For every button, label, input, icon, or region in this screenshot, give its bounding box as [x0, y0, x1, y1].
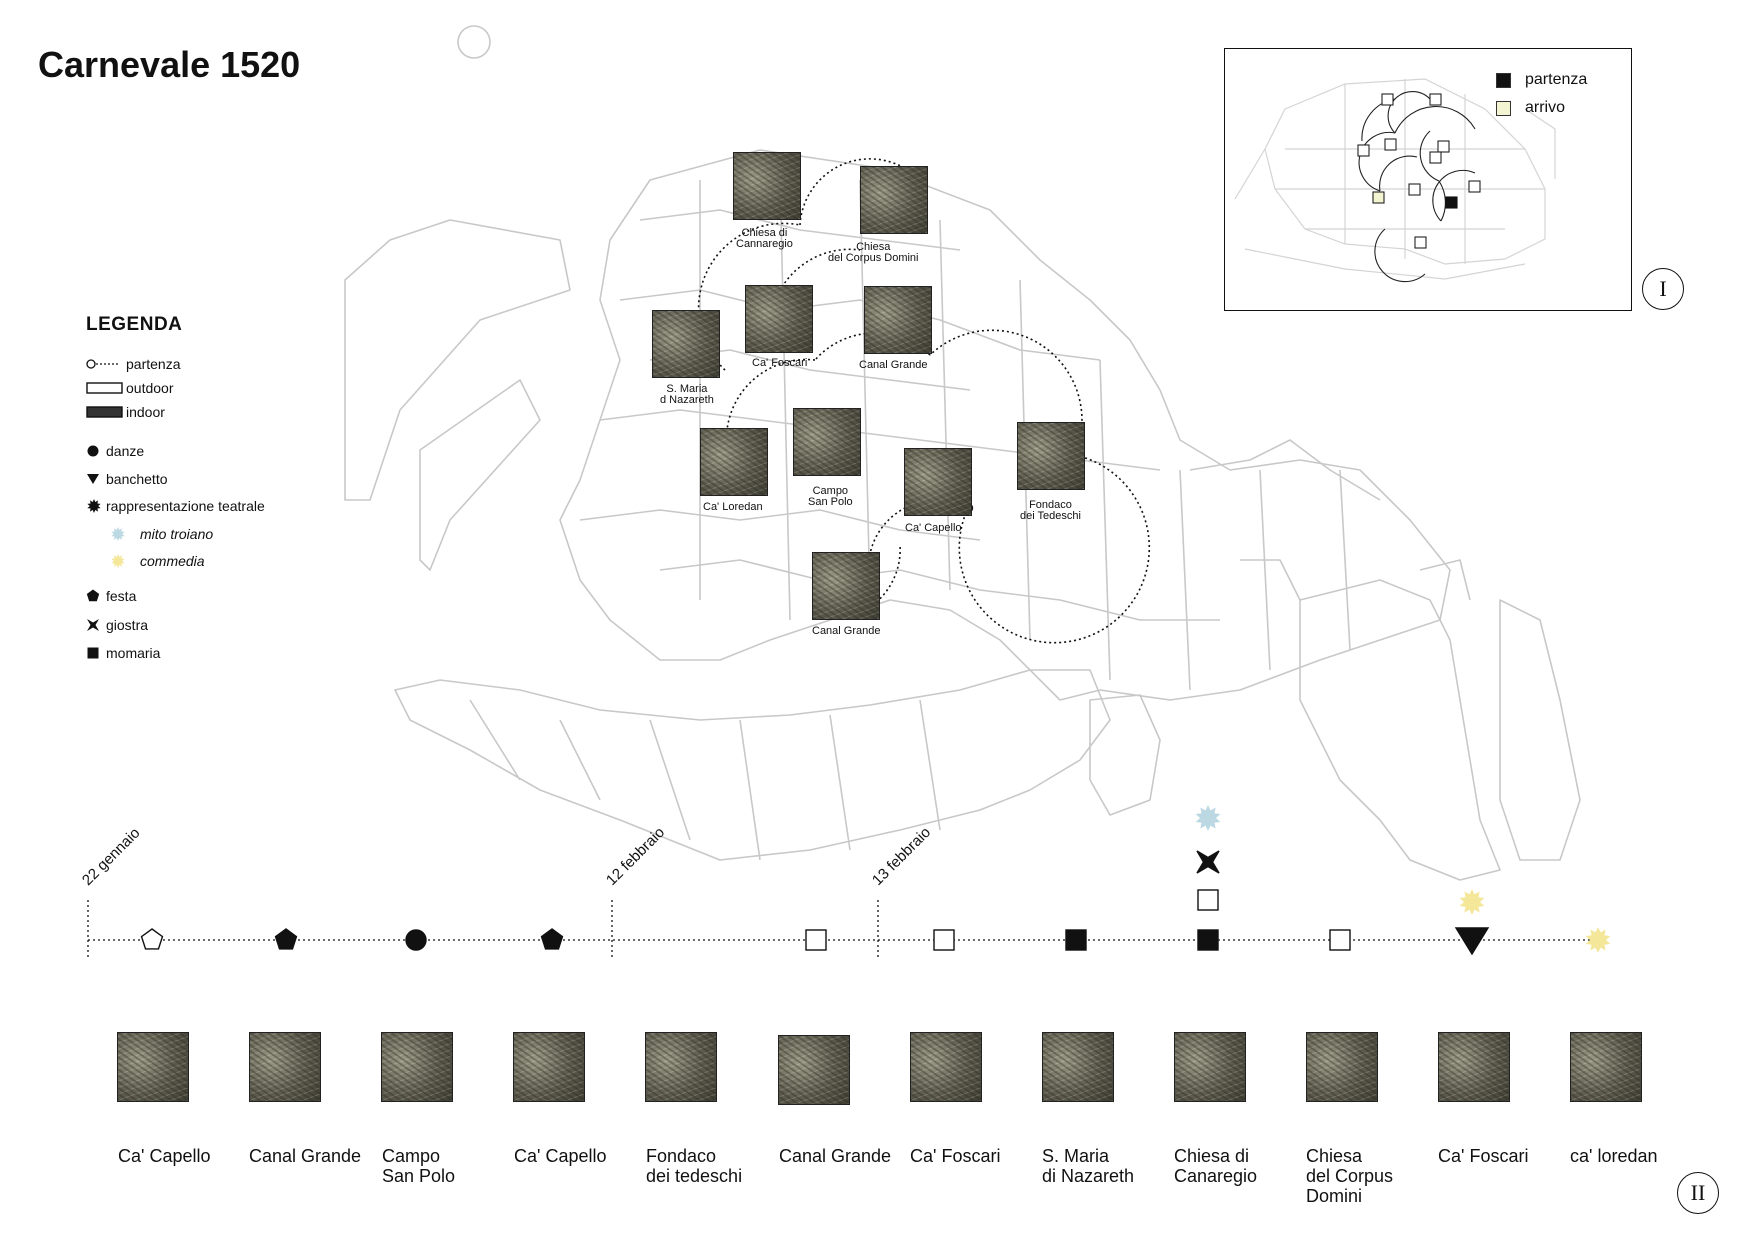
- timeline-mark-square-icon: [805, 929, 827, 951]
- timeline-mark-square-icon: [1197, 889, 1219, 911]
- timeline-event-label: Ca' Capello: [118, 1146, 211, 1166]
- thumb-ca-capello: [904, 448, 972, 516]
- triangle-down-icon: [86, 472, 106, 486]
- timeline-thumbnail: [778, 1035, 850, 1105]
- thumb-ca-foscari: [745, 285, 813, 353]
- star-burst-icon: [110, 526, 140, 542]
- timeline-event-label: ca' loredan: [1570, 1146, 1658, 1166]
- inset-route-map: [1234, 78, 1556, 283]
- thumb-ca-loredan: [700, 428, 768, 496]
- timeline-thumbnail: [645, 1032, 717, 1102]
- star-burst-icon: [86, 498, 106, 514]
- timeline-thumbnail: [117, 1032, 189, 1102]
- timeline-mark-star-burst-icon: [1585, 927, 1611, 953]
- legend-heading: LEGENDA: [86, 314, 183, 335]
- timeline-mark-pentagon-icon: [140, 928, 164, 950]
- star-burst-icon: [110, 553, 140, 569]
- inset-map: partenza arrivo: [1224, 48, 1632, 311]
- timeline-thumbnail: [1042, 1032, 1114, 1102]
- timeline-mark-square-icon: [1329, 929, 1351, 951]
- timeline-mark-pentagon-icon: [540, 928, 564, 950]
- legend-item-commedia: commedia: [110, 553, 205, 569]
- timeline-thumbnail: [1306, 1032, 1378, 1102]
- label-canal-grande-1: Canal Grande: [859, 359, 928, 371]
- page-title: Carnevale 1520: [38, 44, 301, 85]
- pentagon-icon: [86, 589, 106, 603]
- timeline-mark-star-burst-icon: [1459, 889, 1485, 915]
- label-chiesa-cannaregio: Chiesa di Cannaregio: [736, 227, 793, 250]
- legend-item-outdoor: outdoor: [86, 380, 173, 396]
- timeline-event-label: S. Maria di Nazareth: [1042, 1146, 1135, 1186]
- legend-item-giostra: giostra: [86, 617, 148, 633]
- partenza-square-icon: [1496, 72, 1511, 88]
- timeline-thumbnail: [1438, 1032, 1510, 1102]
- timeline-mark-triangle-down-icon: [1454, 927, 1490, 956]
- inset-legend-arrivo: arrivo: [1496, 99, 1565, 117]
- thumb-campo-san-polo: [793, 408, 861, 476]
- timeline-mark-square-icon: [1065, 929, 1087, 951]
- label-chiesa-corpus-domini: Chiesa del Corpus Domini: [828, 241, 919, 264]
- label-s-maria-nazareth: S. Maria d Nazareth: [660, 383, 714, 406]
- square-icon: [86, 646, 106, 660]
- thumb-canal-grande-1: [864, 286, 932, 354]
- inset-legend-partenza: partenza: [1496, 71, 1587, 89]
- timeline-thumbnail: [1174, 1032, 1246, 1102]
- label-ca-loredan: Ca' Loredan: [703, 501, 763, 513]
- thumb-fondaco-tedeschi: [1017, 422, 1085, 490]
- legend-item-partenza: partenza: [86, 356, 180, 372]
- thumb-s-maria-nazareth: [652, 310, 720, 378]
- timeline-event-label: Ca' Foscari: [1438, 1146, 1529, 1166]
- dotted-start-icon: [86, 358, 126, 370]
- timeline-event-label: Canal Grande: [249, 1146, 362, 1166]
- timeline-event-label: Fondaco dei tedeschi: [646, 1146, 743, 1186]
- timeline-event-label: Campo San Polo: [382, 1146, 456, 1186]
- timeline-event-label: Ca' Capello: [514, 1146, 607, 1166]
- timeline-thumbnail: [249, 1032, 321, 1102]
- legend-item-festa: festa: [86, 588, 136, 604]
- filled-rect-icon: [86, 405, 126, 419]
- legend-item-momaria: momaria: [86, 645, 160, 661]
- timeline-mark-pentagon-icon: [274, 928, 298, 950]
- four-point-star-icon: [86, 618, 106, 632]
- label-ca-capello: Ca' Capello: [905, 522, 962, 534]
- timeline-event-label: Chiesa di Canaregio: [1174, 1146, 1258, 1186]
- timeline-event-label: Canal Grande: [779, 1146, 892, 1166]
- label-canal-grande-2: Canal Grande: [812, 625, 881, 637]
- legend-item-banchetto: banchetto: [86, 471, 168, 487]
- section-marker-one: I: [1642, 268, 1684, 310]
- legend-item-danze: danze: [86, 443, 144, 459]
- timeline-thumbnail: [1570, 1032, 1642, 1102]
- timeline-mark-square-icon: [1197, 929, 1219, 951]
- label-ca-foscari: Ca' Foscari: [752, 357, 808, 369]
- arrivo-square-icon: [1496, 100, 1511, 116]
- thumb-chiesa-cannaregio: [733, 152, 801, 220]
- timeline-mark-four-point-star-icon: [1196, 850, 1220, 874]
- legend-item-indoor: indoor: [86, 404, 165, 420]
- label-fondaco-tedeschi: Fondaco dei Tedeschi: [1020, 499, 1081, 522]
- circle-icon: [86, 444, 106, 458]
- legend-item-rappresentazione-teatrale: rappresentazione teatrale: [86, 498, 265, 514]
- label-campo-san-polo: Campo San Polo: [808, 485, 853, 508]
- thumb-chiesa-corpus-domini: [860, 166, 928, 234]
- timeline-thumbnail: [910, 1032, 982, 1102]
- legend-item-mito-troiano: mito troiano: [110, 526, 213, 542]
- outline-rect-icon: [86, 381, 126, 395]
- timeline-thumbnail: [381, 1032, 453, 1102]
- timeline-mark-square-icon: [933, 929, 955, 951]
- timeline-event-label: Chiesa del Corpus Domini: [1306, 1146, 1394, 1206]
- timeline-event-label: Ca' Foscari: [910, 1146, 1001, 1166]
- timeline-mark-circle-icon: [405, 929, 427, 951]
- thumb-canal-grande-2: [812, 552, 880, 620]
- timeline-mark-star-burst-icon: [1195, 805, 1221, 831]
- timeline-thumbnail: [513, 1032, 585, 1102]
- section-marker-two: II: [1677, 1172, 1719, 1214]
